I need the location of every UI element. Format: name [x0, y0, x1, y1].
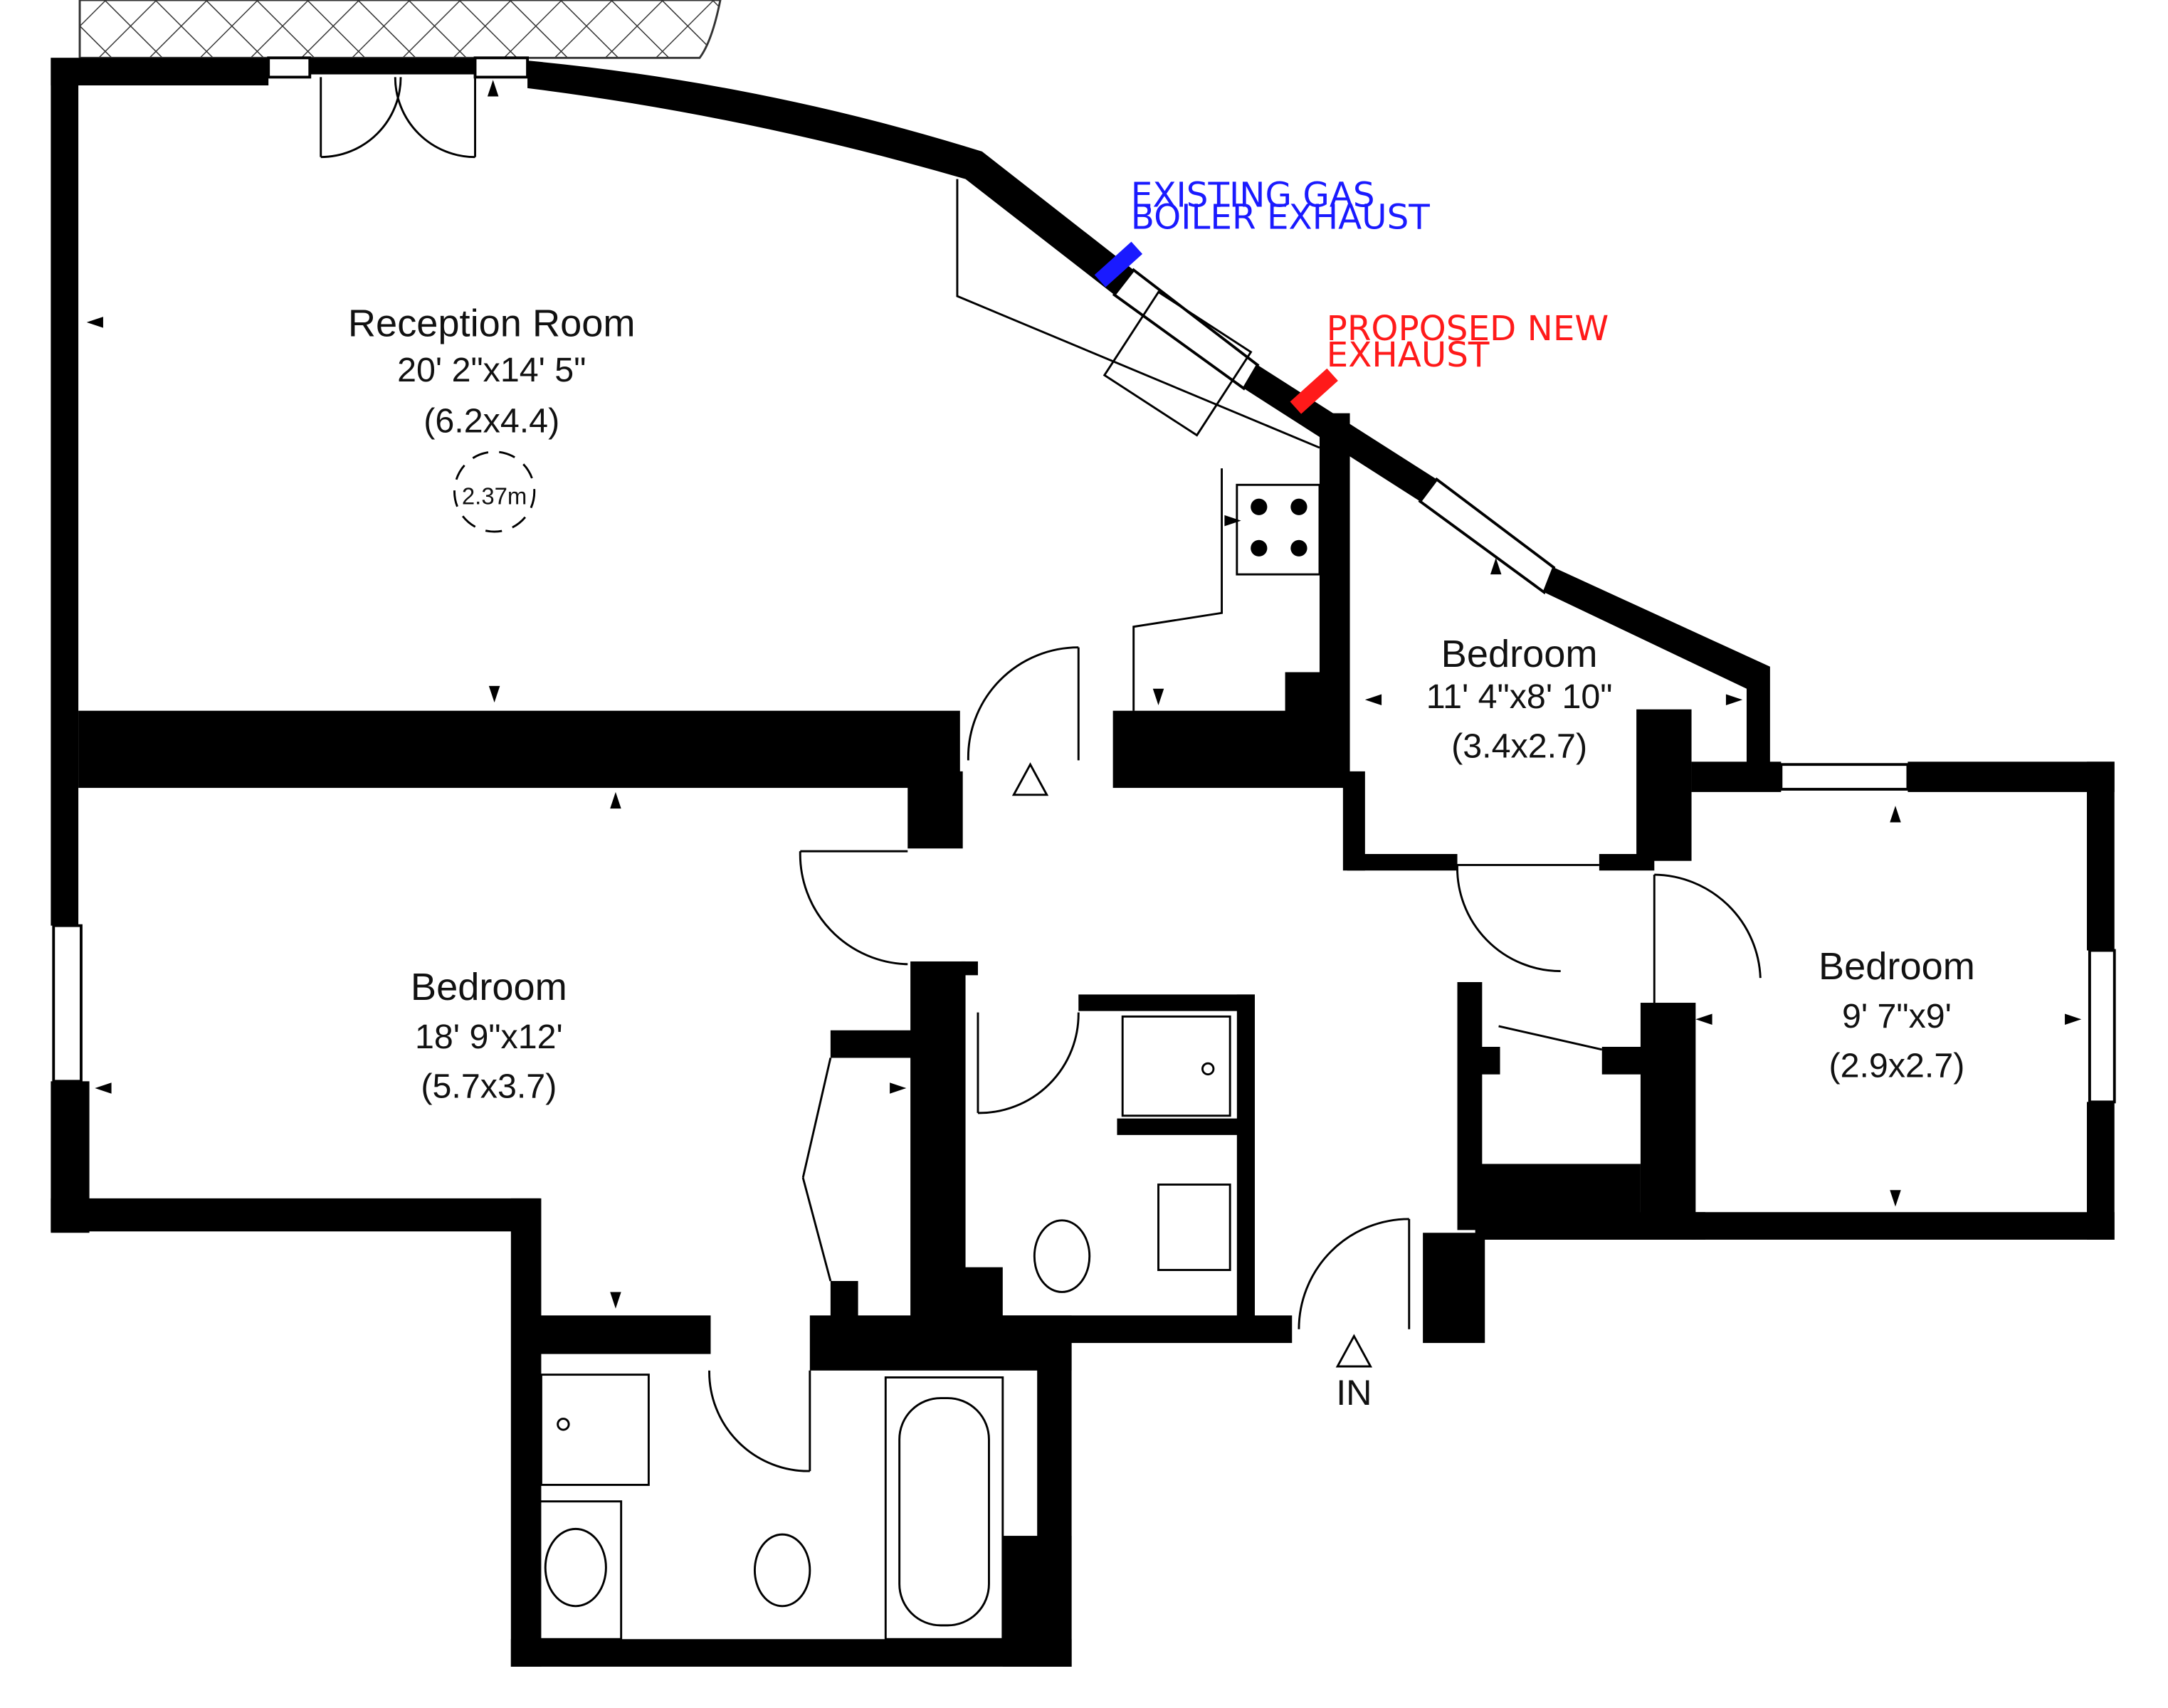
existing-exhaust-marker: [1094, 241, 1143, 288]
proposed-exhaust-note-line1: PROPOSED NEW: [1327, 309, 1609, 349]
ceiling-height-label: 2.37m: [462, 483, 527, 509]
bedroom-middle-size-imperial: 11' 4"x8' 10": [1426, 678, 1613, 716]
walls: [51, 58, 2115, 1667]
existing-exhaust-note-line1: EXISTING GAS: [1131, 175, 1375, 215]
ceiling-height-marker: [453, 450, 536, 533]
reception-room-size-metric: (6.2x4.4): [423, 402, 559, 441]
bedroom-right-size-imperial: 9' 7"x9': [1842, 997, 1952, 1035]
proposed-exhaust-marker: [1290, 368, 1338, 414]
bedroom-main-size-imperial: 18' 9"x12': [415, 1018, 563, 1056]
door-swings: [320, 77, 1762, 1472]
bedroom-middle-size-metric: (3.4x2.7): [1451, 727, 1587, 766]
balcony-lattice: [78, 0, 722, 59]
measure-arrows: [86, 80, 2082, 1309]
existing-exhaust-note-line2: BOILER EXHAUST: [1131, 197, 1430, 237]
bathroom-fixtures: [537, 1015, 1231, 1640]
hob-icon: [1251, 498, 1307, 557]
bedroom-main-name: Bedroom: [411, 966, 567, 1008]
reception-room-size-imperial: 20' 2"x14' 5": [397, 351, 586, 389]
windows: [52, 56, 2116, 1104]
bedroom-right-size-metric: (2.9x2.7): [1828, 1047, 1964, 1085]
bedroom-right-name: Bedroom: [1819, 945, 1975, 988]
bedroom-main-size-metric: (5.7x3.7): [421, 1068, 557, 1106]
reception-room-name: Reception Room: [348, 302, 636, 344]
bedroom-middle-name: Bedroom: [1441, 633, 1598, 675]
proposed-exhaust-note-line2: EXHAUST: [1327, 335, 1490, 375]
kitchen: [956, 179, 1321, 711]
entrance-arrow: [1011, 762, 1373, 1368]
entrance-label: IN: [1336, 1372, 1372, 1413]
